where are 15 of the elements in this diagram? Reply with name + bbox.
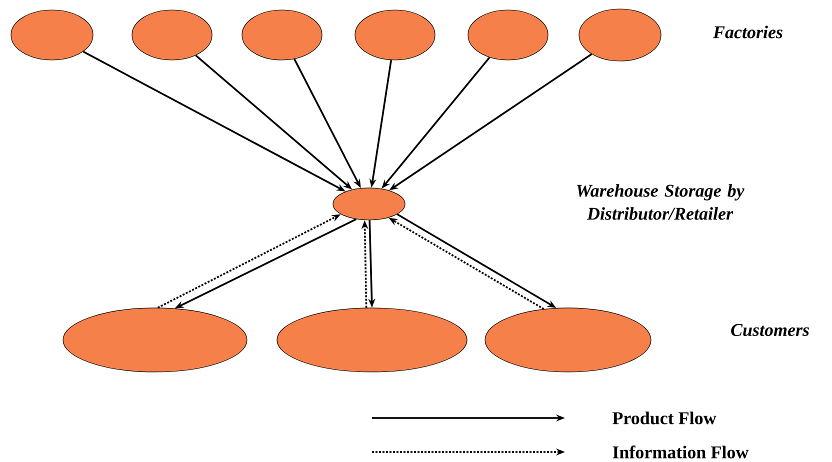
- oval-node: [10, 10, 94, 60]
- legend-text: Information Flow: [612, 446, 749, 458]
- oval-node: [62, 308, 248, 372]
- oval-node: [242, 10, 322, 60]
- oval-node: [354, 10, 436, 60]
- oval-node: [578, 8, 662, 62]
- legend-text: Product Flow: [612, 412, 716, 424]
- group-label: Factories: [713, 26, 782, 38]
- oval-node: [332, 188, 406, 220]
- oval-node: [484, 308, 652, 372]
- oval-node: [276, 308, 468, 372]
- oval-node: [468, 10, 548, 60]
- group-label: Customers: [731, 324, 809, 336]
- group-label: Warehouse Storage by Distributor/Retailer: [576, 184, 744, 220]
- oval-node: [132, 10, 212, 60]
